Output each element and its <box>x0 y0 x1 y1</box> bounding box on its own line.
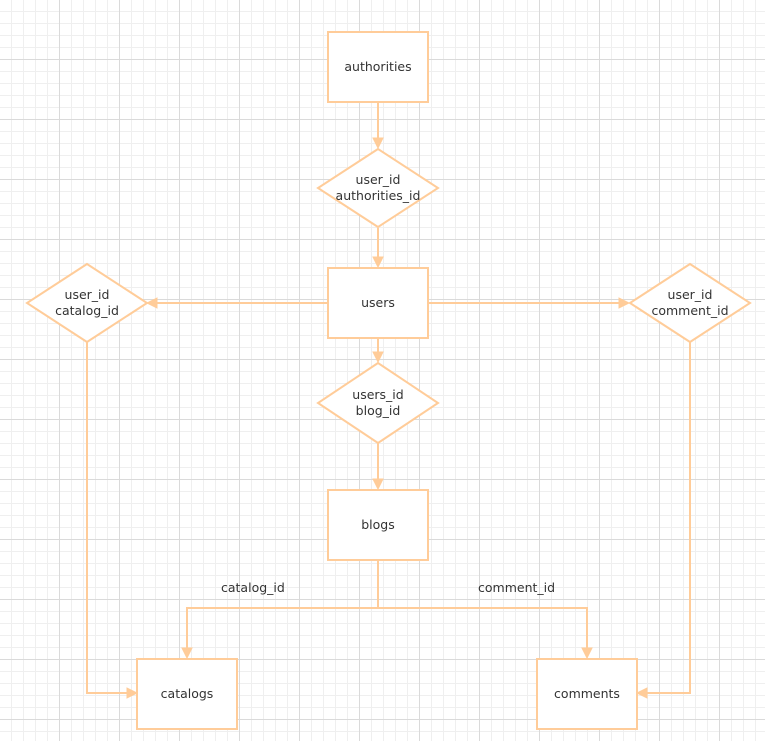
entity-users-box[interactable] <box>327 267 429 339</box>
relationship-user-authorities-label: user_id authorities_id <box>335 172 421 203</box>
entity-authorities-label: authorities <box>344 59 412 74</box>
arrowhead <box>372 137 384 150</box>
edge-user-comment-to-comments <box>647 342 691 694</box>
arrowhead <box>618 297 631 309</box>
edge-user-catalog-to-catalogs <box>86 342 127 694</box>
entity-blogs-label: blogs <box>361 517 395 532</box>
arrowhead <box>145 297 158 309</box>
relationship-user-catalog-label: user_id catalog_id <box>55 287 119 318</box>
relationship-users-blog-label: users_id blog_id <box>352 387 404 418</box>
arrowhead <box>181 647 193 660</box>
entity-catalogs-label: catalogs <box>160 686 214 701</box>
edge-blogs-to-catalogs <box>186 560 379 648</box>
arrowhead <box>372 256 384 269</box>
edge-label-catalog-id: catalog_id <box>221 580 285 595</box>
edge-blogs-to-comments <box>378 607 588 648</box>
entity-authorities-box[interactable] <box>327 31 429 103</box>
edge-label-comment-id: comment_id <box>478 580 556 595</box>
entity-comments-label: comments <box>554 686 620 701</box>
arrowhead <box>581 647 593 660</box>
arrowhead <box>372 351 384 364</box>
arrowhead <box>372 478 384 491</box>
arrowhead <box>635 687 648 699</box>
entity-users-label: users <box>361 295 395 310</box>
entity-blogs-box[interactable] <box>327 489 429 561</box>
relationship-user-catalog-diamond[interactable] <box>25 262 149 344</box>
relationship-user-comment-label: user_id comment_id <box>651 287 729 318</box>
relationship-users-blog-diamond[interactable] <box>316 361 440 445</box>
entity-catalogs-box[interactable] <box>136 658 238 730</box>
relationship-user-comment-diamond[interactable] <box>628 262 752 344</box>
arrowhead <box>126 687 139 699</box>
entity-comments-box[interactable] <box>536 658 638 730</box>
relationship-user-authorities-diamond[interactable] <box>316 147 440 229</box>
